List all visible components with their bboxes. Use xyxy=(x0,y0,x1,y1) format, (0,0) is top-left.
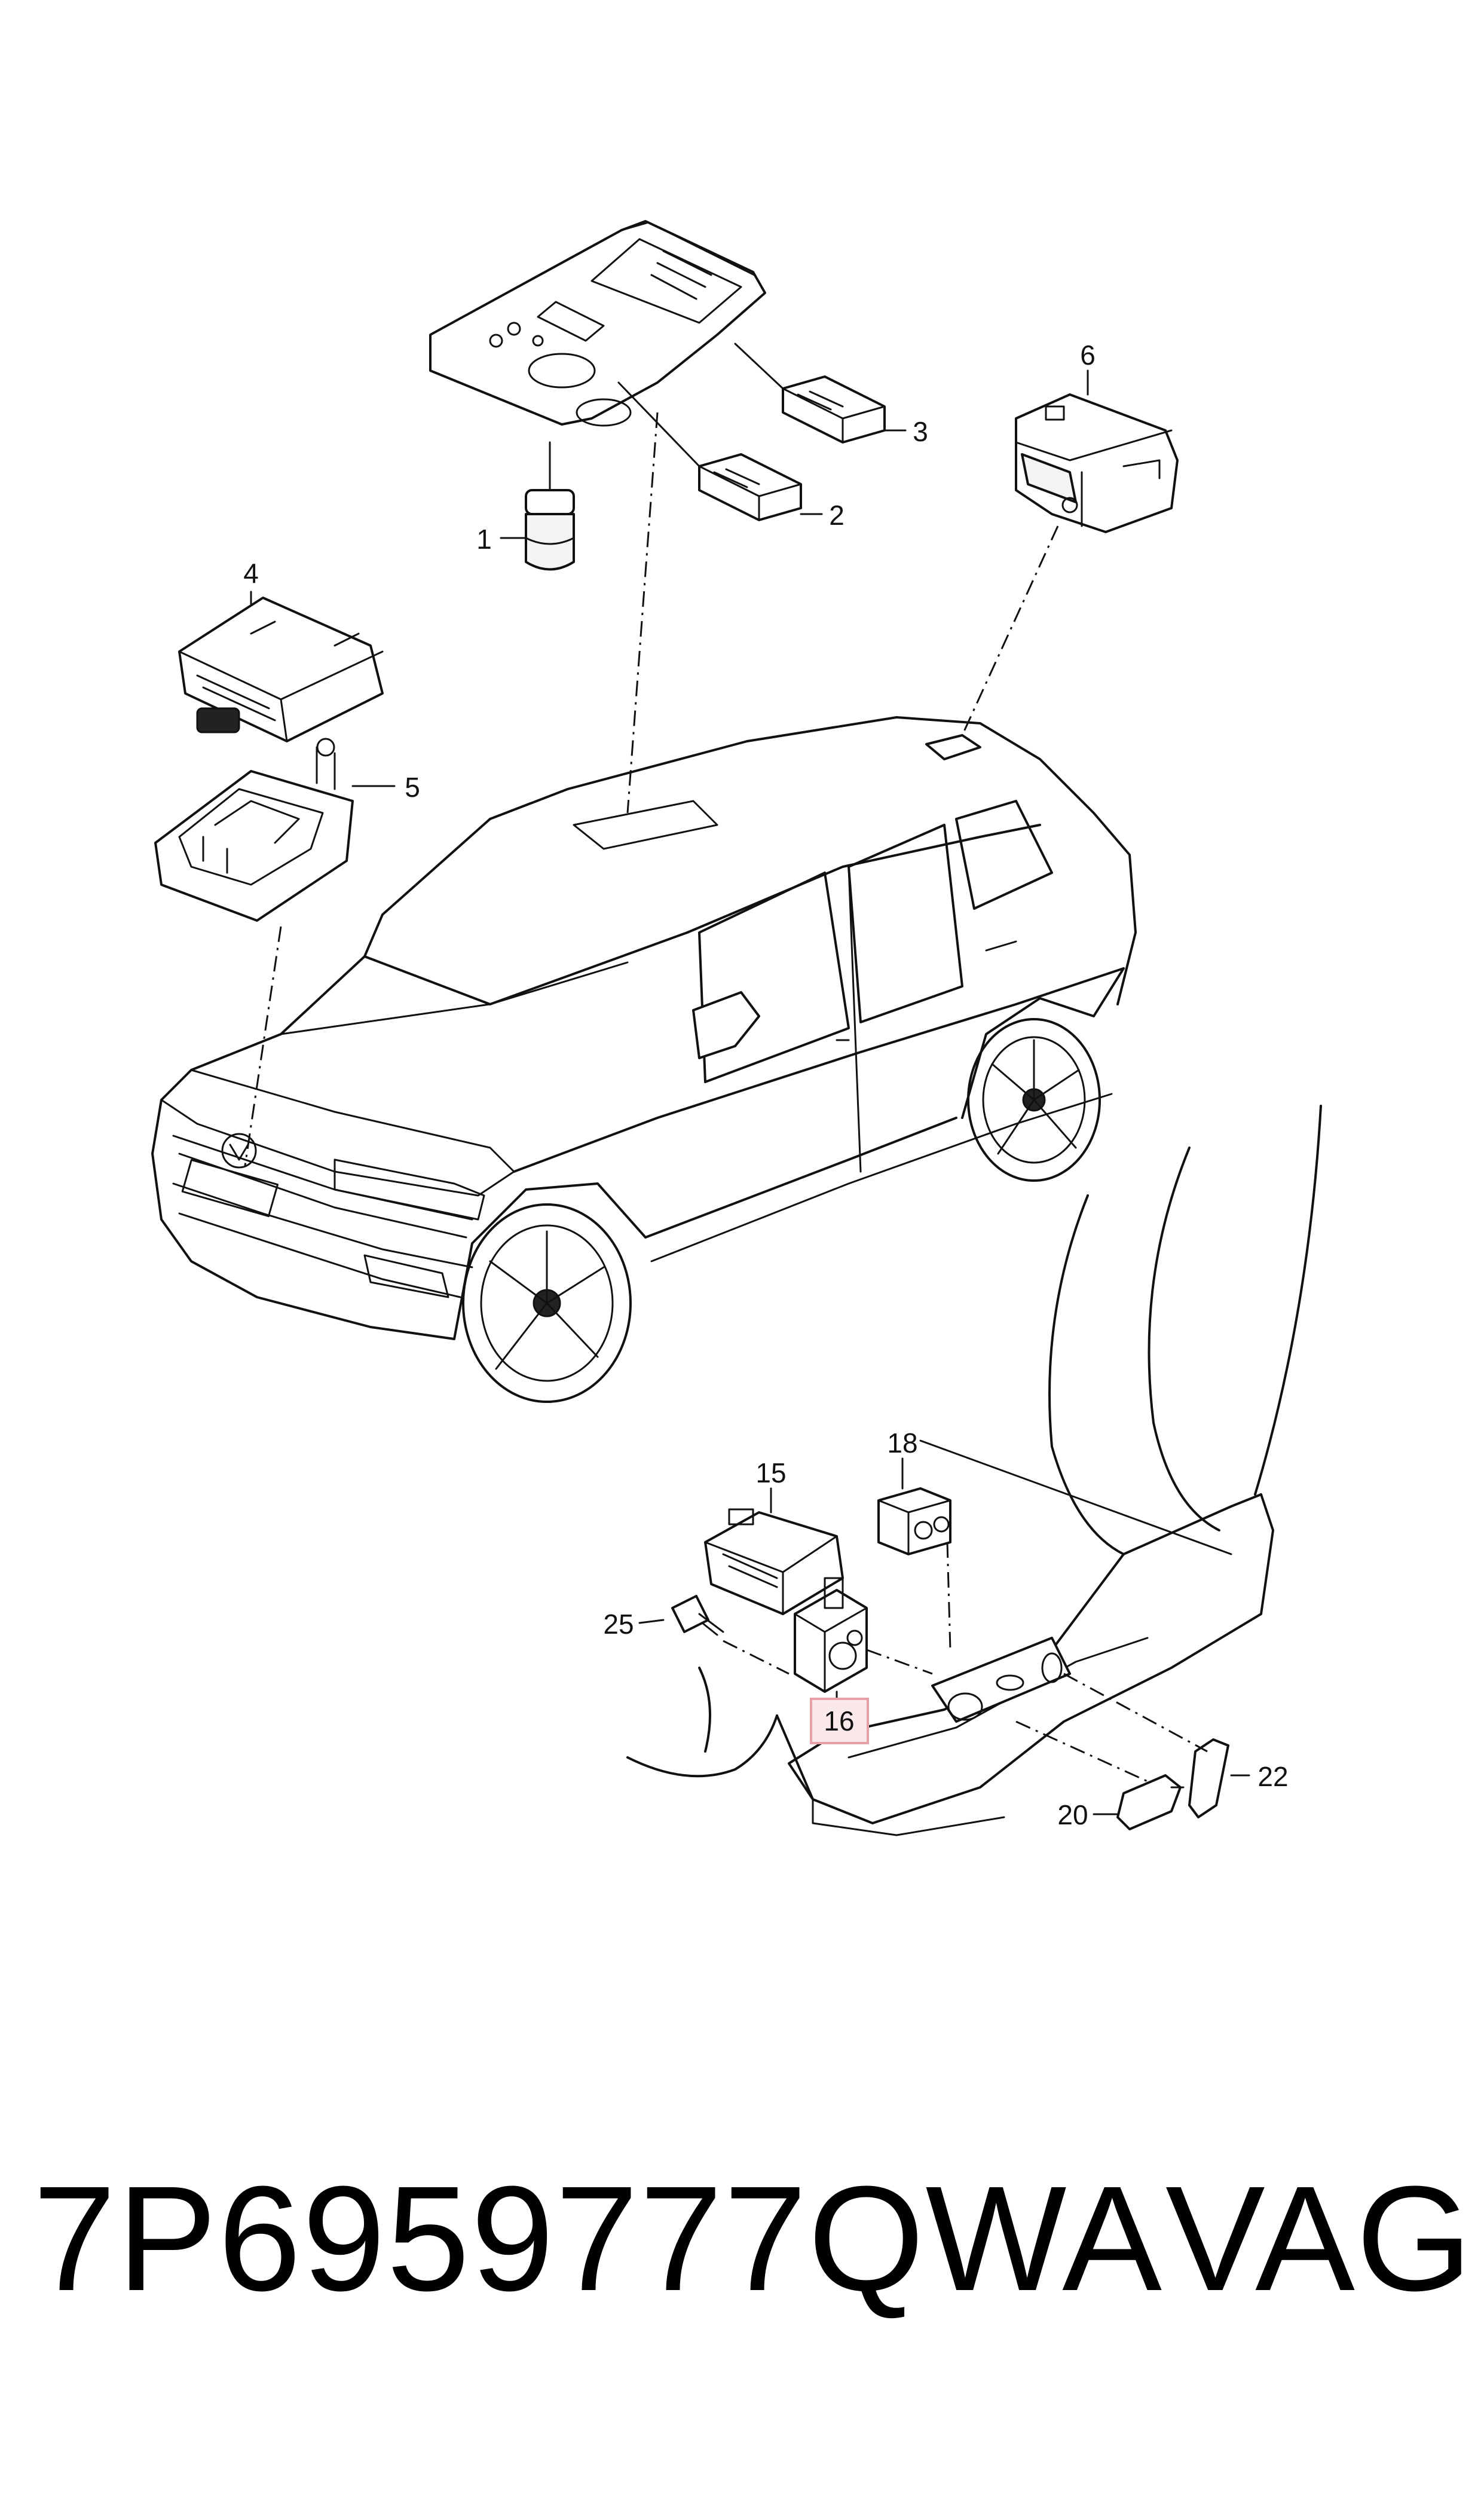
vehicle-suv xyxy=(151,412,1137,1403)
part-2-switch-block xyxy=(617,381,802,521)
callout-16-highlight xyxy=(810,1698,869,1744)
part-25-bolt xyxy=(638,1595,790,1675)
callout-20: 20 xyxy=(1057,1799,1088,1830)
callout-22: 22 xyxy=(1257,1761,1288,1792)
part-4-airbag-module xyxy=(178,597,384,742)
callout-18: 18 xyxy=(887,1427,917,1459)
callout-3: 3 xyxy=(913,416,928,447)
callout-1: 1 xyxy=(476,524,492,555)
part-15-seat-module xyxy=(704,1487,844,1615)
brand-label: VAG xyxy=(1165,2155,1474,2322)
callout-5: 5 xyxy=(405,772,420,803)
part-5-mounting-bracket xyxy=(154,738,354,1166)
seat-assembly xyxy=(626,1105,1322,1836)
part-number-label: 7P6959777QWA xyxy=(33,2155,1163,2322)
part-16-seat-switch xyxy=(794,1577,933,1699)
part-18-connector xyxy=(877,1457,951,1650)
overhead-console xyxy=(429,220,766,427)
callout-6: 6 xyxy=(1080,340,1096,371)
callout-2: 2 xyxy=(829,500,844,531)
callout-15: 15 xyxy=(755,1457,786,1488)
part-3-switch-block xyxy=(734,343,886,444)
part-22-trim-cap xyxy=(1063,1673,1229,1818)
part-6-control-unit xyxy=(961,393,1179,736)
callout-25: 25 xyxy=(603,1609,634,1640)
part-1-cylinder-switch xyxy=(525,441,575,571)
callout-4: 4 xyxy=(243,558,259,589)
callout-16: 16 xyxy=(824,1705,854,1737)
part-20-trim-cap xyxy=(1015,1720,1182,1830)
